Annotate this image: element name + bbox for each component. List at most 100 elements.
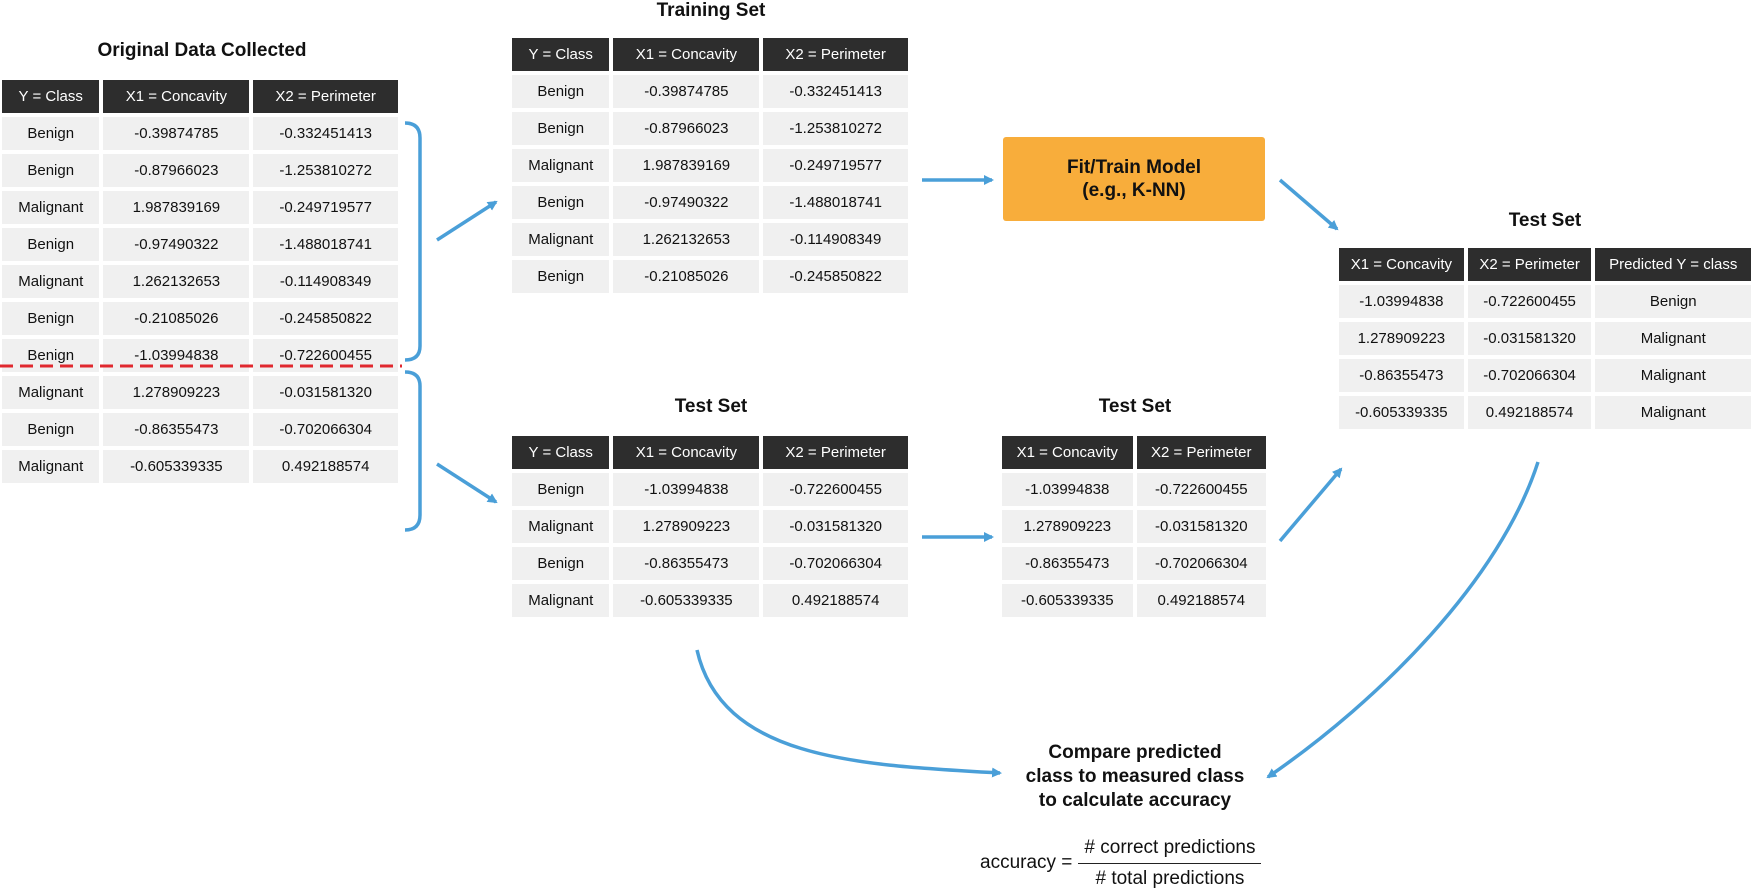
table-cell: -0.702066304 xyxy=(1136,547,1266,580)
table-cell: -0.87966023 xyxy=(103,154,250,187)
column-header: X2 = Perimeter xyxy=(1467,248,1592,281)
accuracy-formula: accuracy = # correct predictions # total… xyxy=(980,832,1262,894)
compare-line3: to calculate accuracy xyxy=(1038,790,1232,811)
table-cell: -0.332451413 xyxy=(763,75,908,108)
table-row: Benign-0.97490322-1.488018741 xyxy=(2,228,398,261)
bracket-training xyxy=(404,121,422,362)
table-row: 1.278909223-0.031581320 xyxy=(1002,510,1266,543)
table-cell: -0.031581320 xyxy=(253,376,398,409)
column-header: Y = Class xyxy=(512,436,610,469)
table-cell: -0.605339335 xyxy=(103,450,250,483)
table-row: Benign-0.87966023-1.253810272 xyxy=(2,154,398,187)
table-row: Benign-0.86355473-0.702066304 xyxy=(512,547,908,580)
fit-train-model-box: Fit/Train Model (e.g., K-NN) xyxy=(1003,137,1265,221)
table-cell: -0.39874785 xyxy=(103,117,250,150)
bracket-test xyxy=(404,370,422,532)
table-cell: -1.488018741 xyxy=(763,186,908,219)
table-cell: -0.245850822 xyxy=(763,260,908,293)
table-row: Benign-0.87966023-1.253810272 xyxy=(512,112,908,145)
table-cell: 1.987839169 xyxy=(103,191,250,224)
table-cell: 1.987839169 xyxy=(613,149,760,182)
table-cell: -0.722600455 xyxy=(763,473,908,506)
original-data-title: Original Data Collected xyxy=(97,40,307,61)
arrow-model-to-predicted xyxy=(1278,178,1339,231)
table-cell: 0.492188574 xyxy=(1136,584,1266,617)
table-cell: 0.492188574 xyxy=(253,450,398,483)
training-set-title: Training Set xyxy=(656,0,766,21)
column-header: X1 = Concavity xyxy=(1002,436,1133,469)
table-cell: Benign xyxy=(512,112,610,145)
column-header: X2 = Perimeter xyxy=(253,80,398,113)
test-set-features-title: Test Set xyxy=(1098,396,1172,417)
table-cell: -0.87966023 xyxy=(613,112,760,145)
arrow-predicted-to-compare xyxy=(1266,461,1540,779)
table-cell: Benign xyxy=(512,547,610,580)
table-row: Benign-0.39874785-0.332451413 xyxy=(2,117,398,150)
table-cell: -1.253810272 xyxy=(253,154,398,187)
table-cell: -0.332451413 xyxy=(253,117,398,150)
arrow-test-mid-to-compare xyxy=(695,649,1002,778)
table-row: -1.03994838-0.722600455 xyxy=(1002,473,1266,506)
table-cell: Malignant xyxy=(2,265,100,298)
table-row: Benign-0.86355473-0.702066304 xyxy=(2,413,398,446)
table-cell: -0.702066304 xyxy=(763,547,908,580)
table-cell: 1.278909223 xyxy=(103,376,250,409)
table-cell: -0.21085026 xyxy=(103,302,250,335)
column-header: X1 = Concavity xyxy=(103,80,250,113)
arrow-features-to-predicted xyxy=(1278,467,1343,543)
table-cell: Malignant xyxy=(2,191,100,224)
column-header: X1 = Concavity xyxy=(613,436,760,469)
table-cell: Benign xyxy=(2,302,100,335)
column-header: Predicted Y = class xyxy=(1595,248,1751,281)
table-cell: Malignant xyxy=(2,450,100,483)
table-cell: -0.39874785 xyxy=(613,75,760,108)
table-cell: -0.114908349 xyxy=(253,265,398,298)
table-cell: -0.031581320 xyxy=(1136,510,1266,543)
formula-fraction: # correct predictions # total prediction… xyxy=(1078,837,1262,890)
table-cell: 1.278909223 xyxy=(1339,322,1464,355)
table-cell: -0.86355473 xyxy=(103,413,250,446)
table-cell: 1.262132653 xyxy=(613,223,760,256)
table-cell: -0.21085026 xyxy=(613,260,760,293)
table-cell: -0.249719577 xyxy=(763,149,908,182)
table-row: Benign-0.39874785-0.332451413 xyxy=(512,75,908,108)
table-cell: -0.97490322 xyxy=(103,228,250,261)
table-row: -0.86355473-0.702066304 xyxy=(1002,547,1266,580)
table-cell: 1.262132653 xyxy=(103,265,250,298)
table-cell: -0.605339335 xyxy=(1002,584,1133,617)
table-cell: Benign xyxy=(2,413,100,446)
table-row: Benign-0.21085026-0.245850822 xyxy=(512,260,908,293)
table-cell: 0.492188574 xyxy=(1467,396,1592,429)
table-row: Benign-0.21085026-0.245850822 xyxy=(2,302,398,335)
formula-numerator: # correct predictions xyxy=(1078,837,1262,864)
table-cell: Malignant xyxy=(512,510,610,543)
table-cell: -0.249719577 xyxy=(253,191,398,224)
table-cell: -1.03994838 xyxy=(1002,473,1133,506)
table-cell: -0.245850822 xyxy=(253,302,398,335)
table-cell: -0.86355473 xyxy=(1339,359,1464,392)
formula-lhs: accuracy = xyxy=(980,852,1073,873)
table-cell: 0.492188574 xyxy=(763,584,908,617)
table-cell: Benign xyxy=(2,228,100,261)
table-cell: 1.278909223 xyxy=(1002,510,1133,543)
table-cell: -0.97490322 xyxy=(613,186,760,219)
table-cell: Benign xyxy=(2,154,100,187)
